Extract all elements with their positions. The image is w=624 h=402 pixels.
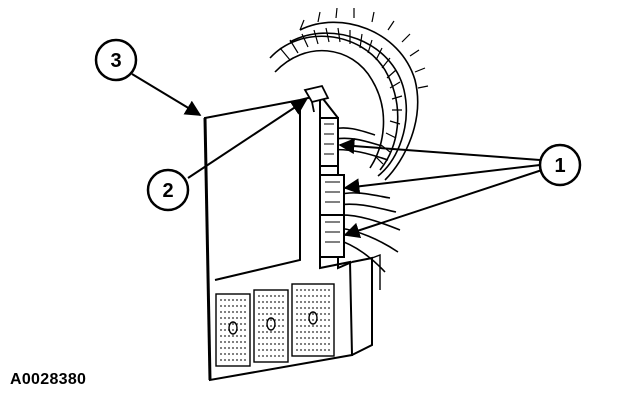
callout-2-label: 2 (162, 180, 173, 202)
leader-1b (343, 164, 541, 195)
connectors (319, 117, 345, 258)
callout-2: 2 (146, 168, 190, 212)
callout-1-label: 1 (554, 155, 565, 177)
leader-1a (338, 138, 541, 161)
callout-1: 1 (538, 143, 582, 187)
callout-3-label: 3 (110, 50, 121, 72)
connector-middle (319, 174, 345, 216)
mounting-tab (303, 84, 330, 113)
leader-2 (187, 99, 308, 179)
callout-3: 3 (94, 38, 138, 82)
connector-lower (319, 214, 345, 258)
leader-3 (131, 73, 202, 116)
module-grilles (215, 283, 335, 367)
figure-id: A0028380 (10, 371, 87, 388)
connector-upper (319, 117, 339, 167)
leader-1c (343, 169, 543, 239)
leader-lines (131, 73, 543, 239)
